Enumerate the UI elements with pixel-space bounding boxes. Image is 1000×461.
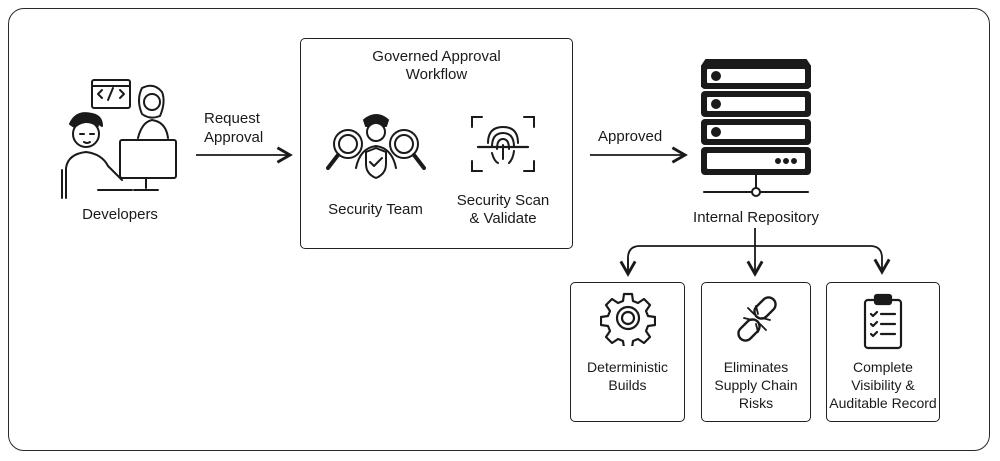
security-officer-icon	[326, 108, 426, 190]
outcome-line: Complete	[853, 359, 913, 375]
outcome-line: Visibility &	[851, 377, 915, 393]
server-icon	[696, 58, 816, 204]
request-approval-label: Request Approval	[204, 109, 294, 147]
workflow-title-line2: Workflow	[405, 66, 468, 83]
security-scan-line1: Security Scan	[456, 192, 550, 209]
developers-icon	[58, 78, 182, 200]
outcome-label-visibility: Complete Visibility & Auditable Record	[826, 358, 940, 412]
outcome-line: Auditable Record	[829, 395, 937, 411]
outcome-line: Deterministic	[587, 359, 668, 375]
outcome-box-deterministic-builds	[570, 282, 685, 422]
developers-label: Developers	[82, 206, 158, 223]
outcome-line: Supply Chain	[714, 377, 798, 393]
outcome-line: Risks	[738, 395, 774, 411]
diagram-frame	[8, 8, 990, 451]
outcome-label-supply-chain: Eliminates Supply Chain Risks	[701, 358, 811, 412]
outcome-label-deterministic-builds: Deterministic Builds	[570, 358, 685, 394]
request-label-line2: Approval	[204, 129, 264, 146]
broken-chain-icon	[730, 292, 784, 346]
security-scan-line2: & Validate	[469, 210, 537, 227]
security-scan-label: Security Scan & Validate	[448, 192, 558, 228]
approved-label: Approved	[598, 128, 663, 145]
repository-label: Internal Repository	[693, 209, 819, 226]
gear-icon	[600, 290, 656, 346]
request-label-line1: Request	[204, 110, 260, 127]
workflow-title-line1: Governed Approval	[372, 48, 501, 65]
outcome-line: Builds	[608, 377, 647, 393]
security-team-label: Security Team	[328, 201, 423, 218]
fingerprint-scan-icon	[470, 115, 536, 173]
clipboard-checklist-icon	[862, 292, 904, 350]
outcome-line: Eliminates	[723, 359, 789, 375]
workflow-title: Governed Approval Workflow	[300, 48, 573, 84]
outcome-box-visibility	[826, 282, 940, 422]
